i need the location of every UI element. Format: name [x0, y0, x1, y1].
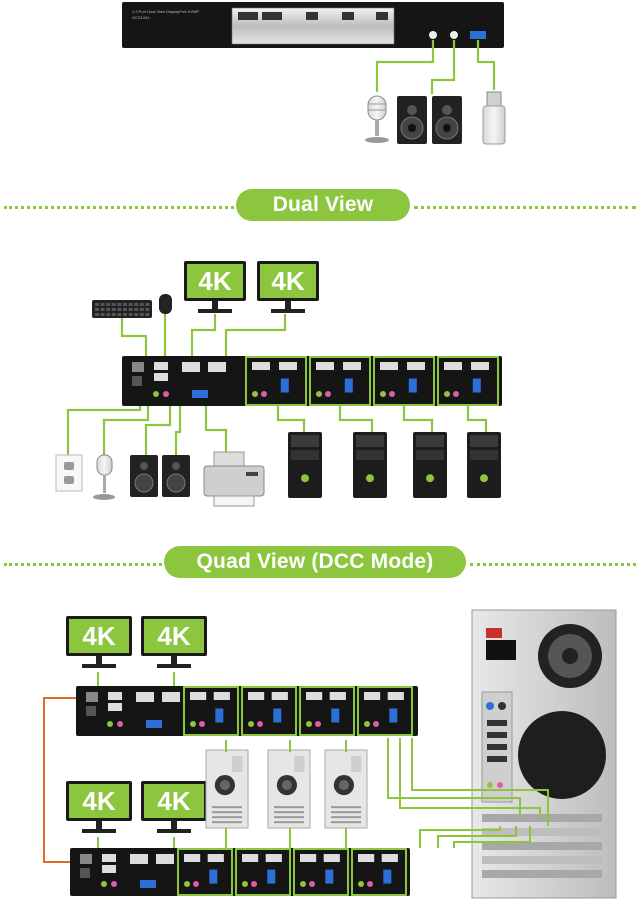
mouse-icon	[159, 294, 172, 314]
computer-port-block	[357, 686, 413, 736]
computer-port-block	[245, 356, 307, 406]
kvm-front-panel: 1.3 Port Dual View DisplayPort KVMP GCS1…	[122, 2, 504, 48]
quad-view-diagram: 4K 4K 4K 4K	[43, 609, 617, 899]
monitor-4k: 4K	[184, 261, 246, 313]
computer-port-block	[309, 356, 371, 406]
microphone-icon	[93, 454, 115, 500]
computer-port-block	[241, 686, 297, 736]
dual-view-divider-left	[4, 206, 234, 209]
speaker-icon	[162, 455, 190, 497]
computer-port-block	[183, 686, 239, 736]
monitor-4k: 4K	[66, 781, 132, 833]
front-panel-wires	[375, 40, 496, 94]
monitor-4k: 4K	[66, 616, 132, 668]
monitor-4k-label: 4K	[198, 266, 231, 296]
power-outlet-icon	[55, 454, 83, 492]
quad-view-divider-left	[4, 563, 162, 566]
pc-tower-icon	[205, 749, 249, 829]
front-panel-model: GCS1942	[132, 15, 150, 20]
computer-port-block	[437, 356, 499, 406]
monitor-4k-label: 4K	[157, 621, 190, 651]
computer-port-block	[299, 686, 355, 736]
computer-port-block	[351, 848, 407, 896]
monitor-4k-label: 4K	[82, 786, 115, 816]
pc-tower-icon	[353, 432, 387, 498]
large-pc-tower-icon	[471, 609, 617, 899]
microphone-icon	[365, 95, 389, 143]
dual-view-divider-right	[414, 206, 636, 209]
kvm-rear-panel	[76, 686, 418, 736]
monitor-4k-label: 4K	[157, 786, 190, 816]
speaker-icon	[432, 96, 462, 144]
printer-icon	[203, 451, 265, 507]
keyboard-icon	[92, 300, 152, 318]
dual-view-wires	[66, 314, 488, 455]
pc-tower-icon	[267, 749, 311, 829]
computer-port-block	[373, 356, 435, 406]
kvm-rear-panel	[122, 356, 502, 406]
computer-port-block	[235, 848, 291, 896]
kvm-rear-panel	[70, 848, 410, 896]
usb-drive-icon	[482, 91, 506, 145]
quad-view-divider-right	[470, 563, 636, 566]
computer-port-block	[293, 848, 349, 896]
daisy-chain-wire	[43, 697, 84, 863]
dual-view-diagram: 4K 4K	[55, 261, 502, 507]
monitor-4k: 4K	[141, 781, 207, 833]
monitor-4k: 4K	[257, 261, 319, 313]
front-panel-caption: 1.3 Port Dual View DisplayPort KVMP	[132, 9, 199, 14]
pc-tower-icon	[288, 432, 322, 498]
pc-tower-icon	[413, 432, 447, 498]
quad-view-wires	[43, 672, 549, 863]
speaker-icon	[130, 455, 158, 497]
computer-port-block	[177, 848, 233, 896]
dual-view-heading: Dual View	[236, 189, 410, 221]
monitor-4k-label: 4K	[82, 621, 115, 651]
quad-view-heading: Quad View (DCC Mode)	[164, 546, 466, 578]
pc-tower-icon	[324, 749, 368, 829]
speaker-icon	[397, 96, 427, 144]
pc-tower-icon	[467, 432, 501, 498]
monitor-4k-label: 4K	[271, 266, 304, 296]
monitor-4k: 4K	[141, 616, 207, 668]
